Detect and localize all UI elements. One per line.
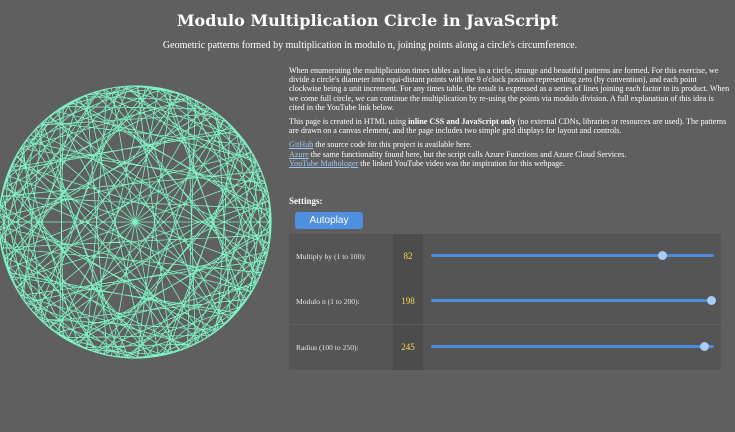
slider-row-radius: Radius (100 to 250): 245 xyxy=(289,325,721,370)
description-panel: When enumerating the multiplication time… xyxy=(289,66,731,169)
multiply-value: 82 xyxy=(393,234,423,279)
github-link-text: the source code for this project is avai… xyxy=(313,140,472,150)
autoplay-button[interactable]: Autoplay xyxy=(295,212,363,229)
modulo-chord-lines xyxy=(0,85,272,359)
modulo-slider-thumb[interactable] xyxy=(706,296,716,305)
link-item-github: GitHub the source code for this project … xyxy=(289,140,731,149)
slider-row-modulo: Modulo n (1 to 200): 198 xyxy=(289,279,721,324)
modulo-label: Modulo n (1 to 200): xyxy=(296,297,360,306)
youtube-link-text: the linked YouTube video was the inspira… xyxy=(358,159,565,169)
page-subtitle: Geometric patterns formed by multiplicat… xyxy=(162,40,578,51)
youtube-link[interactable]: YouTube Mathologer xyxy=(289,159,359,169)
slider-row-multiply: Multiply by (1 to 100): 82 xyxy=(289,234,721,279)
para2-pre: This page is created in HTML using xyxy=(289,117,409,127)
modulo-circle-canvas xyxy=(0,85,272,359)
page-title: Modulo Multiplication Circle in JavaScri… xyxy=(176,11,559,30)
github-link[interactable]: GitHub xyxy=(289,140,314,150)
modulo-slider[interactable] xyxy=(431,296,716,305)
azure-link-text: the same functionality found here, but t… xyxy=(308,149,627,159)
multiply-label: Multiply by (1 to 100): xyxy=(296,252,367,261)
link-item-youtube: YouTube Mathologer the linked YouTube vi… xyxy=(289,159,731,168)
radius-value: 245 xyxy=(393,325,423,370)
description-paragraph-1: When enumerating the multiplication time… xyxy=(289,66,730,112)
radius-slider-thumb[interactable] xyxy=(700,342,710,351)
modulo-value: 198 xyxy=(393,279,423,324)
link-item-azure: Azure the same functionality found here,… xyxy=(289,150,731,159)
para2-post: (no external CDNs, libraries or resource… xyxy=(289,117,727,136)
settings-heading: Settings: xyxy=(289,196,323,206)
radius-label: Radius (100 to 250): xyxy=(296,343,359,352)
link-list: GitHub the source code for this project … xyxy=(289,140,731,168)
para2-bold: inline CSS and JavaScript only xyxy=(408,117,516,127)
azure-link[interactable]: Azure xyxy=(289,149,309,159)
radius-slider[interactable] xyxy=(431,342,714,351)
description-paragraph-2: This page is created in HTML using inlin… xyxy=(289,117,731,135)
multiply-slider-thumb[interactable] xyxy=(658,251,668,260)
multiply-slider[interactable] xyxy=(431,251,714,260)
